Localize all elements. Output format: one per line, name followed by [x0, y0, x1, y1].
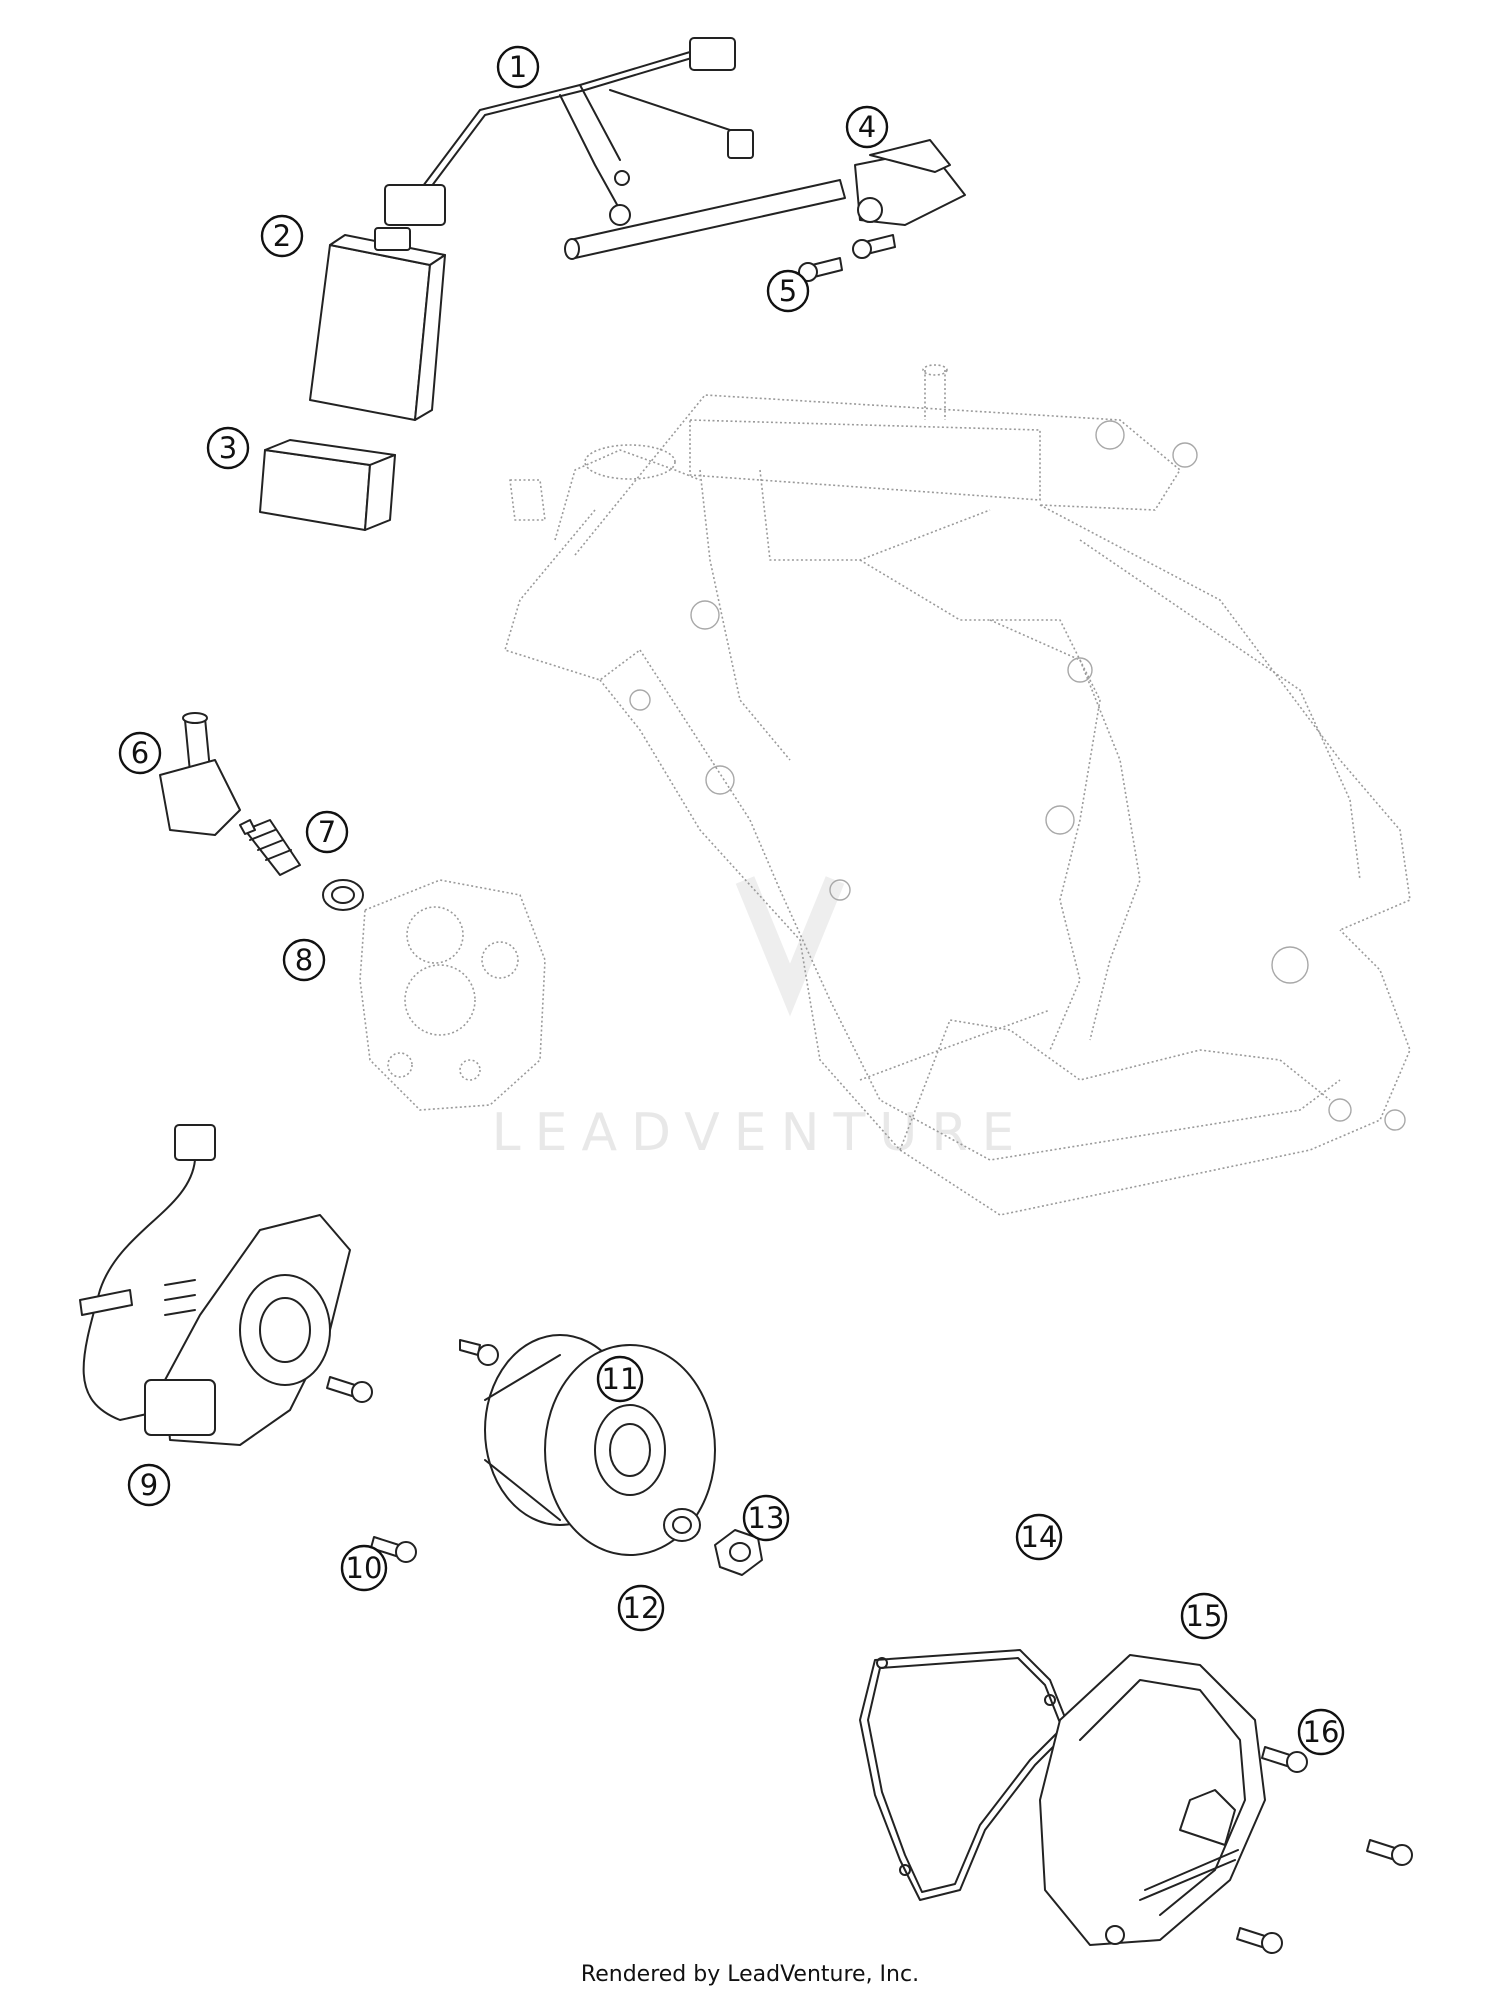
callout-3: 3	[206, 426, 250, 470]
callout-14: 14	[1015, 1513, 1063, 1561]
washer	[663, 1508, 701, 1542]
callout-2: 2	[260, 214, 304, 258]
coil-bolts	[798, 234, 896, 282]
callout-8: 8	[282, 938, 326, 982]
callout-16: 16	[1297, 1708, 1345, 1756]
ignition-cover	[1039, 1654, 1266, 1946]
rubber-sleeve	[259, 439, 396, 531]
cylinder-head	[359, 879, 546, 1111]
svg-text:6: 6	[131, 736, 149, 770]
callout-12: 12	[617, 1584, 665, 1632]
stator-bolts	[326, 1376, 417, 1563]
callout-10: 10	[340, 1544, 388, 1592]
svg-text:1: 1	[509, 50, 527, 84]
callout-7: 7	[305, 810, 349, 854]
callout-6: 6	[118, 731, 162, 775]
ignition-cover-gasket	[859, 1649, 1071, 1901]
svg-text:15: 15	[1186, 1599, 1223, 1633]
callout-5: 5	[766, 269, 810, 313]
svg-text:2: 2	[273, 219, 291, 253]
callout-11: 11	[596, 1355, 644, 1403]
wiring-harness	[384, 37, 754, 226]
callout-9: 9	[127, 1463, 171, 1507]
svg-text:8: 8	[295, 943, 313, 977]
render-credit: Rendered by LeadVenture, Inc.	[580, 1962, 920, 1987]
svg-text:10: 10	[346, 1551, 383, 1585]
stator	[79, 1124, 351, 1446]
spark-plug-cap	[159, 712, 241, 836]
callout-1: 1	[496, 45, 540, 89]
svg-text:13: 13	[748, 1501, 785, 1535]
spark-plug	[239, 819, 301, 876]
svg-text:12: 12	[623, 1591, 660, 1625]
svg-text:7: 7	[318, 815, 336, 849]
callout-13: 13	[742, 1494, 790, 1542]
svg-text:11: 11	[602, 1362, 639, 1396]
callout-15: 15	[1180, 1592, 1228, 1640]
nut	[714, 1529, 763, 1576]
sealing-ring	[322, 879, 364, 911]
cdi-box	[309, 227, 446, 421]
motorcycle-frame	[504, 364, 1411, 1216]
svg-text:4: 4	[858, 110, 876, 144]
cover-bolts	[1236, 1746, 1413, 1954]
watermark-logo: LEADVENTURE	[492, 876, 1029, 1163]
svg-text:14: 14	[1021, 1520, 1058, 1554]
watermark-text: LEADVENTURE	[492, 1103, 1029, 1163]
svg-text:9: 9	[140, 1468, 158, 1502]
ignition-coil	[564, 139, 966, 260]
callout-4: 4	[845, 105, 889, 149]
svg-text:3: 3	[219, 431, 237, 465]
svg-text:16: 16	[1303, 1715, 1340, 1749]
svg-text:5: 5	[779, 274, 797, 308]
